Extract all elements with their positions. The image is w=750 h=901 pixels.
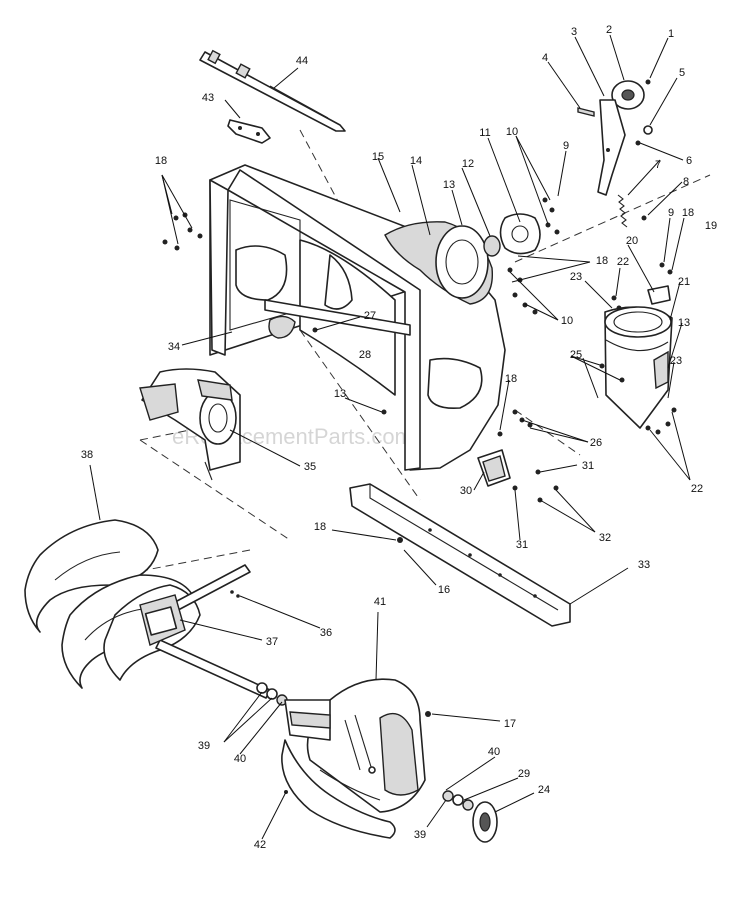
bearing-part-24 xyxy=(472,801,498,843)
callout-13c: 13 xyxy=(334,388,346,400)
callout-10b: 10 xyxy=(561,315,573,327)
chute-ring-part-21 xyxy=(604,306,673,429)
callout-18d: 18 xyxy=(505,373,517,385)
callout-30: 30 xyxy=(460,485,472,497)
hardware-skid xyxy=(312,327,559,543)
bracket-part-43 xyxy=(227,119,271,144)
callout-22a: 22 xyxy=(617,256,629,268)
callout-37: 37 xyxy=(266,636,278,648)
hardware-left-18 xyxy=(162,212,203,251)
callout-3: 3 xyxy=(571,26,577,38)
auger-part-41 xyxy=(281,678,426,839)
callout-31b: 31 xyxy=(516,539,528,551)
gearbox-part-37 xyxy=(139,594,186,646)
callout-7: 7 xyxy=(655,159,661,171)
callout-26: 26 xyxy=(590,437,602,449)
hardware-chute xyxy=(599,262,677,435)
callout-18e: 18 xyxy=(314,521,326,533)
callout-22b: 22 xyxy=(691,483,703,495)
callout-21: 21 xyxy=(678,276,690,288)
callout-31a: 31 xyxy=(582,460,594,472)
callout-17: 17 xyxy=(504,718,516,730)
callout-11: 11 xyxy=(479,127,490,139)
callout-44: 44 xyxy=(296,55,308,67)
callout-18a: 18 xyxy=(155,155,167,167)
callout-23a: 23 xyxy=(570,271,582,283)
idler-arm-part-3 xyxy=(597,99,626,196)
callout-8: 8 xyxy=(683,176,689,188)
hardware-auger-right xyxy=(284,711,474,811)
callout-38: 38 xyxy=(81,449,93,461)
callout-16: 16 xyxy=(438,584,450,596)
callout-labels: 1 2 3 4 5 6 7 8 9 9 10 10 11 12 13 13 13… xyxy=(81,24,717,851)
callout-43: 43 xyxy=(202,92,214,104)
hardware-pulley xyxy=(577,79,653,221)
callout-24: 24 xyxy=(538,784,550,796)
callout-40a: 40 xyxy=(234,753,246,765)
callout-25: 25 xyxy=(570,349,582,361)
callout-6: 6 xyxy=(686,155,692,167)
callout-35: 35 xyxy=(304,461,316,473)
callout-13b: 13 xyxy=(678,317,690,329)
callout-27: 27 xyxy=(364,310,376,322)
hardware-cluster-top xyxy=(507,197,560,315)
callout-1: 1 xyxy=(668,28,674,40)
pulley-part-2 xyxy=(611,80,645,110)
spring-part-7 xyxy=(617,194,628,228)
callout-19: 19 xyxy=(705,220,717,232)
scraper-bar-part-33 xyxy=(349,483,571,627)
callout-23b: 23 xyxy=(670,355,682,367)
callout-2: 2 xyxy=(606,24,612,36)
hardware-auger-left xyxy=(230,590,288,706)
callout-33: 33 xyxy=(638,559,650,571)
bearing-part-12 xyxy=(483,235,501,257)
callout-18b: 18 xyxy=(596,255,608,267)
callout-20: 20 xyxy=(626,235,638,247)
skid-shoe-part-30 xyxy=(477,449,511,487)
bearing-plate-part-11 xyxy=(499,213,541,255)
callout-15: 15 xyxy=(372,151,384,163)
callout-18c: 18 xyxy=(682,207,694,219)
callout-4: 4 xyxy=(542,52,548,64)
callout-29: 29 xyxy=(518,768,530,780)
callout-14: 14 xyxy=(410,155,422,167)
impeller-ring-part-14 xyxy=(384,221,494,305)
callout-12: 12 xyxy=(462,158,474,170)
chute-bracket-part-20 xyxy=(647,285,671,305)
callout-39b: 39 xyxy=(414,829,426,841)
callout-10a: 10 xyxy=(506,126,518,138)
callout-9b: 9 xyxy=(668,207,674,219)
callout-28: 28 xyxy=(359,349,371,361)
callout-40b: 40 xyxy=(488,746,500,758)
callout-13a: 13 xyxy=(443,179,455,191)
callout-34: 34 xyxy=(168,341,180,353)
callout-41: 41 xyxy=(374,596,386,608)
callout-9a: 9 xyxy=(563,140,569,152)
callout-42: 42 xyxy=(254,839,266,851)
impeller-part-35 xyxy=(139,368,241,481)
callout-39a: 39 xyxy=(198,740,210,752)
leader-lines xyxy=(89,34,691,840)
shaft-part-44 xyxy=(199,49,346,132)
callout-5: 5 xyxy=(679,67,685,79)
callout-32: 32 xyxy=(599,532,611,544)
callout-36: 36 xyxy=(320,627,332,639)
